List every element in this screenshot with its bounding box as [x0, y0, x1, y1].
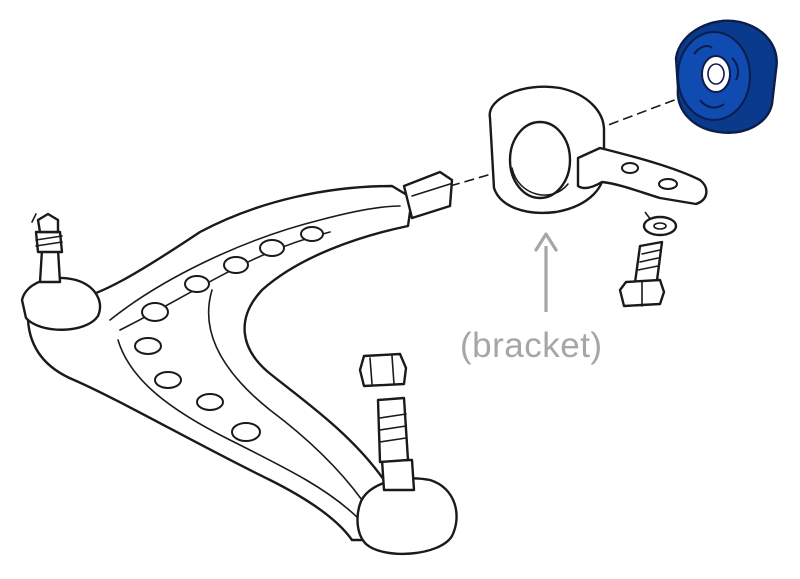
bolt — [618, 240, 666, 308]
washer — [642, 215, 678, 237]
left-ball-joint — [20, 212, 102, 331]
castle-nut — [358, 352, 408, 388]
lower-ball-joint — [356, 396, 458, 555]
bushing — [674, 19, 778, 134]
bracket-label: (bracket) — [460, 326, 603, 365]
control-arm — [26, 170, 454, 542]
bracket — [488, 85, 708, 215]
bracket-pointer-arrow — [534, 232, 558, 312]
